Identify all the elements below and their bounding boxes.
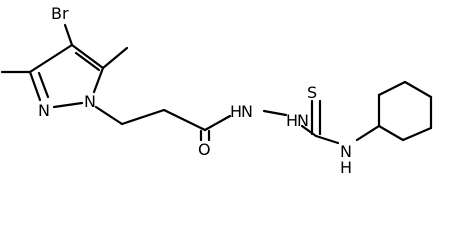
- atom-label-amine-nitrogen: N: [340, 142, 352, 161]
- bond-n2-c3-double: [37, 71, 50, 99]
- bond-ch2-carbonyl: [162, 108, 207, 132]
- bond-ch2-ch2: [120, 108, 166, 126]
- atom-label-ring-nitrogen-n2: N: [38, 101, 50, 120]
- bond-n1-n2: [52, 101, 84, 109]
- atom-label-thione-sulfur: S: [307, 83, 317, 102]
- atom-label-hydrazide-n-1: N: [241, 102, 253, 121]
- bond-c4-c5-double: [74, 51, 101, 72]
- bond-cy2-cy3: [401, 126, 433, 142]
- atom-label-hydrazide-nh-2: H: [286, 111, 298, 130]
- bond-c4-c5: [70, 43, 105, 70]
- atom-label-bromine: Br: [51, 4, 69, 23]
- bond-cy5-cy6: [377, 80, 407, 97]
- atom-label-carbonyl-oxygen: O: [198, 140, 211, 159]
- bond-c3-c4: [28, 43, 74, 74]
- atom-labels: Br N N O H N H N S N H: [38, 4, 352, 177]
- atom-label-ring-nitrogen-n1: N: [84, 92, 96, 111]
- atom-label-hydrazide-n-2: N: [297, 111, 309, 130]
- bond-carbonyl-n: [203, 114, 232, 132]
- bond-c4-br: [63, 23, 74, 47]
- bond-c5-methyl: [101, 46, 129, 70]
- thiosemicarbazide-group: [262, 99, 381, 145]
- bond-n-n: [262, 109, 288, 117]
- cyclohexyl-ring: [377, 80, 433, 142]
- bond-cy1-cy2: [377, 124, 405, 142]
- bond-n1-ch2: [94, 105, 124, 126]
- chemical-structure-diagram: Br N N O H N H N S N H: [0, 4, 433, 177]
- atom-label-amine-hydrogen: H: [340, 158, 352, 177]
- ring-substituents: [0, 23, 129, 74]
- atom-label-hydrazide-nh-1: H: [230, 102, 242, 121]
- bond-c5-n1: [92, 66, 105, 94]
- pyrazole-ring: [28, 43, 105, 109]
- bond-n-cyclohexyl: [355, 124, 381, 142]
- propanoyl-chain: [94, 105, 232, 142]
- bond-n2-c3: [28, 70, 42, 102]
- bond-cy4-cy5: [403, 80, 433, 99]
- bond-thiocarbonyl-n: [314, 134, 340, 145]
- bond-n-thiocarbonyl: [300, 124, 318, 138]
